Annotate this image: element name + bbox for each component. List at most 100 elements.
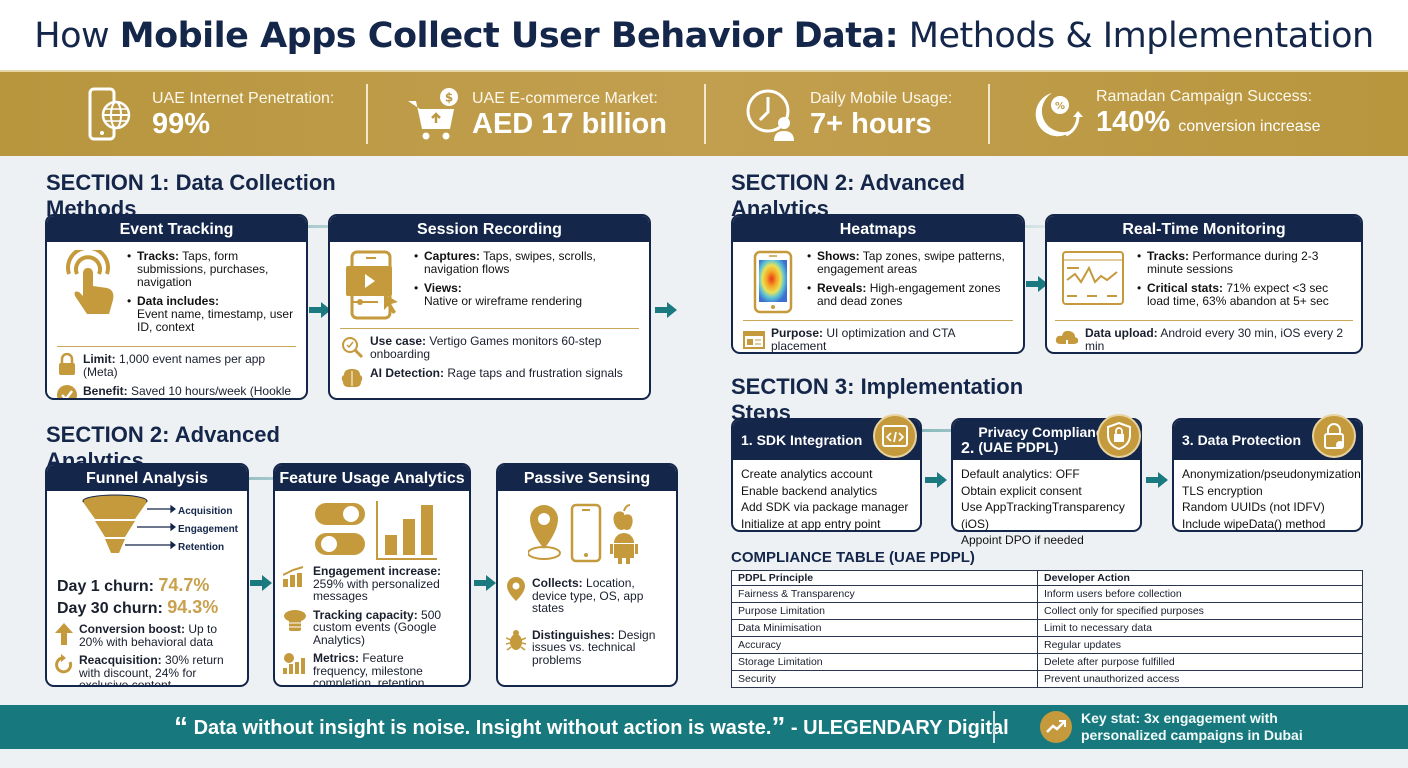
note-key: Metrics: [313, 651, 360, 665]
bullet-value: Performance during 2-3 minute sessions [1147, 249, 1319, 276]
svg-text:%: % [1055, 101, 1065, 112]
stat-ecommerce-market: $ UAE E-commerce Market:AED 17 billion [406, 72, 667, 158]
stat-label: UAE E-commerce Market: [472, 90, 658, 107]
event-tracking-card: Event Tracking Tracks: Taps, form submis… [45, 214, 308, 400]
step-item: Appoint DPO if needed [961, 533, 1084, 547]
code-window-icon [873, 414, 917, 458]
step-item: Add SDK via package manager [741, 500, 909, 514]
video-phone-icon [346, 250, 398, 320]
bullet-key: Critical stats: [1147, 281, 1224, 295]
principle-cell: Accuracy [731, 636, 1038, 654]
card-title: Real-Time Monitoring [1047, 216, 1361, 242]
step-title-line: (UAE PDPL) [978, 439, 1059, 455]
step-data-protection: 3. Data Protection Anonymization/pseudon… [1172, 414, 1363, 532]
bullet-value: Native or wireframe rendering [424, 294, 583, 308]
note-value: Up to 20% with behavioral data [79, 622, 218, 649]
page-title: How Mobile Apps Collect User Behavior Da… [0, 0, 1408, 70]
note-key: Tracking capacity: [313, 607, 418, 622]
stat-internet-penetration: UAE Internet Penetration:99% [86, 72, 334, 158]
note-key: Collects: [532, 576, 583, 590]
shield-lock-icon [1097, 414, 1141, 458]
shopping-cart-dollar-icon: $ [408, 88, 458, 140]
note-key: Engagement increase: [313, 564, 442, 578]
key-stat: Key stat: 3x engagement with personalize… [1081, 710, 1303, 744]
card-title: Event Tracking [47, 216, 306, 242]
step-item: Random UUIDs (not IDFV) [1182, 500, 1325, 514]
note-key: Reacquisition: [79, 653, 162, 667]
stat-value: 140% [1096, 105, 1171, 138]
bullet-key: Data includes: [137, 294, 220, 308]
smartphone-globe-icon [88, 87, 131, 141]
column-header: Developer Action [1037, 570, 1363, 586]
step-item: Use AppTrackingTransparency (iOS) [961, 500, 1125, 531]
bullet-value: High-engagement zones and dead zones [817, 281, 1001, 308]
feature-illustration [275, 491, 469, 565]
title-bold: Mobile Apps Collect User Behavior Data: [119, 16, 899, 56]
quote-attribution: - ULEGENDARY Digital [785, 717, 1009, 739]
growth-chart-icon [283, 566, 304, 587]
lock-icon [59, 353, 75, 375]
key-stat-line: Key stat: 3x engagement with [1081, 710, 1278, 726]
note-key: Limit: [83, 352, 116, 366]
realtime-monitoring-card: Real-Time Monitoring Tracks: Performance… [1045, 214, 1363, 354]
arrow-up-icon [55, 623, 73, 645]
stat-label: Ramadan Campaign Success: [1096, 87, 1313, 105]
stat-ramadan-campaign: % Ramadan Campaign Success:140% conversi… [1030, 72, 1321, 158]
note-key: Conversion boost: [79, 622, 186, 636]
principle-cell: Security [731, 670, 1038, 688]
funnel-diagram: Acquisition Engagement Retention [47, 491, 247, 575]
location-pin-icon [507, 577, 525, 601]
stat-value: AED 17 billion [472, 108, 667, 140]
step-item: Anonymization/pseudonymization [1182, 467, 1361, 481]
note-value: 259% with personalized messages [313, 576, 440, 603]
step-privacy-compliance: 2. Privacy Compliance(UAE PDPL) Default … [951, 414, 1142, 547]
churn-value: 94.3% [167, 597, 219, 617]
funnel-stage: Engagement [178, 524, 239, 535]
note-value: UI optimization and CTA placement [771, 326, 955, 353]
passive-illustration [498, 491, 676, 577]
bullet-value: Event name, timestamp, user ID, context [137, 307, 294, 334]
padlock-check-icon [1312, 414, 1356, 458]
compliance-table-title: COMPLIANCE TABLE (UAE PDPL) [731, 549, 975, 566]
step-item: Default analytics: OFF [961, 467, 1080, 481]
bullet-key: Captures: [424, 249, 481, 263]
note-key: Data upload: [1085, 326, 1158, 340]
churn-label: Day 1 churn: [57, 578, 159, 595]
note-value: 30% return with discount, 24% for exclus… [79, 653, 224, 687]
note-value: Location, device type, OS, app states [532, 576, 644, 615]
flow-arrow-icon [309, 302, 331, 318]
funnel-icon [82, 494, 176, 553]
card-title: Passive Sensing [498, 465, 676, 491]
monitor-chart-icon [1062, 251, 1124, 305]
action-cell: Regular updates [1037, 636, 1363, 654]
cloud-download-icon [1055, 330, 1079, 350]
bullet-value: Tap zones, swipe patterns, engagement ar… [817, 249, 1005, 276]
divider [743, 320, 1013, 321]
card-title: Funnel Analysis [47, 465, 247, 491]
card-title: Feature Usage Analytics [275, 465, 469, 491]
divider [993, 711, 995, 743]
feature-usage-card: Feature Usage Analytics Engagement incre… [273, 463, 471, 687]
session-recording-card: Session Recording Captures: Taps, swipes… [328, 214, 651, 400]
tap-hand-icon [66, 250, 114, 314]
divider [340, 328, 639, 329]
day30-churn: Day 30 churn: 94.3% [57, 597, 237, 619]
action-cell: Inform users before collection [1037, 585, 1363, 603]
principle-cell: Fairness & Transparency [731, 585, 1038, 603]
crescent-percent-icon: % [1035, 93, 1083, 137]
stats-banner: UAE Internet Penetration:99% $ UAE E-com… [0, 70, 1408, 156]
bullet-value: Taps, swipes, scrolls, navigation flows [424, 249, 596, 276]
heatmaps-card: Heatmaps Shows: Tap zones, swipe pattern… [731, 214, 1025, 354]
webpage-icon [743, 331, 765, 349]
open-quote: “ [174, 711, 188, 742]
divider [988, 84, 990, 144]
key-stat-line: personalized campaigns in Dubai [1081, 727, 1303, 743]
bullet-key: Tracks: [1147, 249, 1190, 263]
principle-cell: Purpose Limitation [731, 602, 1038, 620]
flow-arrow-icon [1026, 276, 1048, 292]
flow-arrow-icon [1146, 472, 1168, 488]
brain-ai-icon [341, 369, 363, 388]
